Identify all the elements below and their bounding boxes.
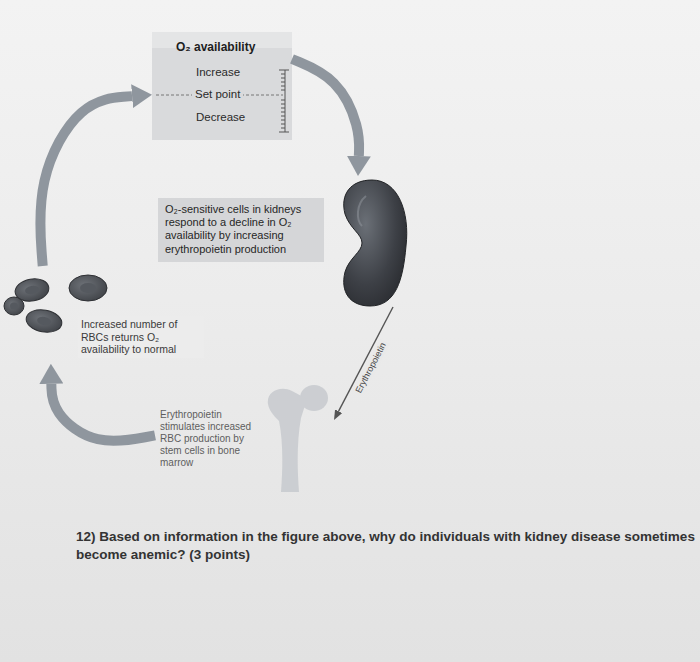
cycle-arrow: [40, 96, 132, 266]
kidney-step: O₂-sensitive cells in kidneys respond to…: [158, 176, 408, 307]
scale-ruler: [279, 70, 289, 132]
step-text: Increased number of RBCs returns O₂ avai…: [78, 316, 204, 358]
set-point-box: O₂ availabilityIncreaseSet pointDecrease: [152, 32, 292, 140]
bone-marrow-step: Erythropoietin stimulates increased RBC …: [155, 383, 334, 492]
scale-label: Decrease: [196, 111, 245, 125]
cycle-arrow: [292, 59, 359, 156]
connector-layer: [40, 59, 393, 441]
kidney-illustration: [344, 180, 407, 306]
rbc-step: Increased number of RBCs returns O₂ avai…: [6, 266, 210, 364]
label-holder: 12) Based on information in the figure a…: [76, 528, 696, 563]
scale-label: Increase: [196, 66, 240, 80]
hormone-label: Erythropoietin: [353, 339, 390, 397]
cycle-arrow: [51, 384, 155, 441]
edge-label-holder: Erythropoietin: [353, 339, 390, 397]
kidney-highlight: [358, 196, 366, 226]
box-panel: [152, 32, 292, 140]
question-text: 12) Based on information in the figure a…: [76, 528, 696, 563]
bone-illustration: [268, 385, 328, 492]
hormone-arrow: [339, 307, 393, 411]
box-heading: O₂ availability: [176, 40, 255, 54]
scale-label: Set point: [192, 88, 243, 102]
step-text: O₂-sensitive cells in kidneys respond to…: [158, 198, 324, 262]
step-text: Erythropoietin stimulates increased RBC …: [157, 407, 263, 471]
